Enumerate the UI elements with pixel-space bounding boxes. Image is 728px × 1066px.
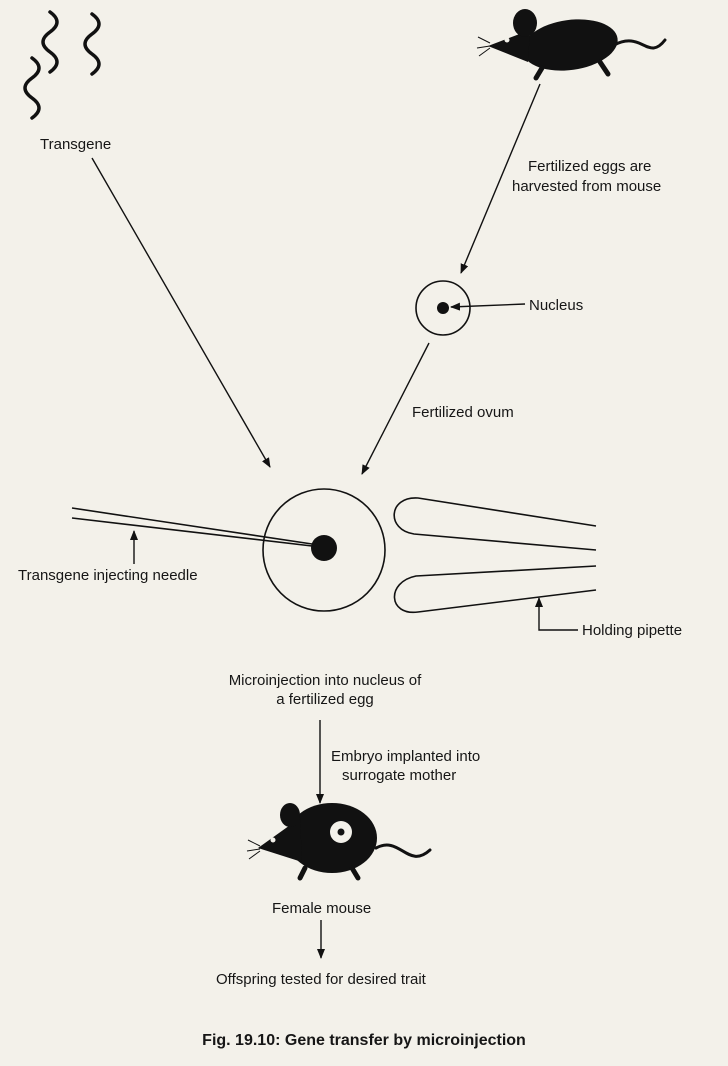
arrow-ovum-to-egg (361, 342, 430, 475)
fertilized-ovum-label: Fertilized ovum (412, 404, 514, 421)
female-mouse-label: Female mouse (272, 900, 372, 917)
transgene-label: Transgene (40, 136, 112, 153)
injected-egg (262, 488, 386, 612)
arrow-transgene-to-egg (91, 157, 271, 468)
dna-strand-icon (23, 10, 101, 120)
egg-nucleus (311, 535, 337, 561)
donor-mouse-icon (476, 9, 667, 81)
flow-arrows (91, 83, 578, 959)
fertilized-eggs-label-line1: Fertilized eggs are (528, 158, 652, 175)
holding-pipette-label: Holding pipette (582, 622, 683, 639)
figure-caption: Fig. 19.10: Gene transfer by microinject… (202, 1032, 526, 1049)
fertilized-ovum (415, 280, 471, 336)
microinjection-label-line2: a fertilized egg (276, 691, 374, 708)
microinjection-label-line1: Microinjection into nucleus of (228, 672, 422, 689)
embryo-implanted-label-line1: Embryo implanted into (331, 748, 481, 765)
offspring-label: Offspring tested for desired trait (216, 971, 426, 988)
transgene-injecting-needle (71, 507, 313, 547)
embryo-implanted-label-line2: surrogate mother (342, 767, 457, 784)
injecting-needle-label: Transgene injecting needle (18, 567, 198, 584)
nucleus-label: Nucleus (529, 297, 584, 314)
arrow-pipette-pointer (535, 597, 578, 631)
arrow-nucleus-pointer (450, 302, 526, 311)
fertilized-eggs-label-line2: harvested from mouse (512, 178, 662, 195)
surrogate-mouse-icon (246, 803, 432, 881)
arrow-mouse-to-ovum (460, 83, 541, 274)
holding-pipette (393, 497, 597, 613)
ovum-nucleus (437, 302, 449, 314)
